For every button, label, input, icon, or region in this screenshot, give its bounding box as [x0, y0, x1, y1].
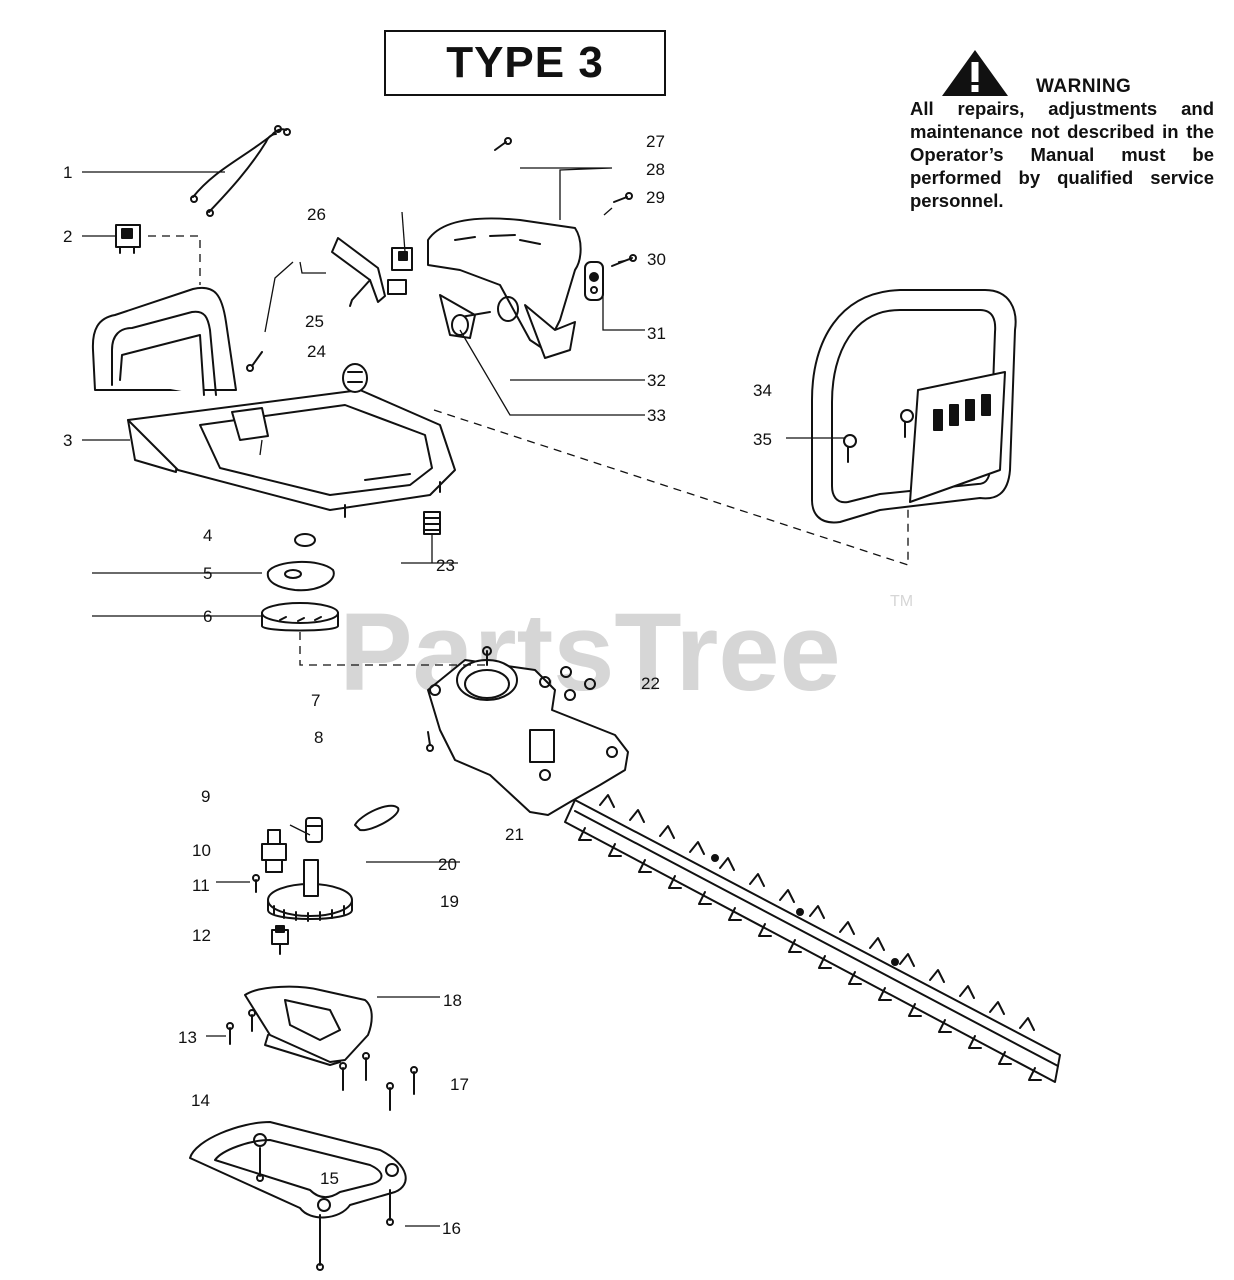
callout-17: 17 [450, 1075, 469, 1094]
front-handle [811, 289, 1017, 524]
callout-27: 27 [646, 132, 665, 151]
throttle-trigger [331, 237, 413, 307]
callout-30: 30 [647, 250, 666, 269]
callout-15: 15 [320, 1169, 339, 1188]
callout-31: 31 [647, 324, 666, 343]
spring [423, 511, 441, 535]
rear-handle [91, 286, 456, 518]
grommet [342, 363, 368, 393]
callout-numbers: 1 2 3 4 5 6 7 8 9 10 11 12 13 14 15 16 1… [63, 132, 772, 1238]
clutch-drum [261, 602, 339, 632]
callout-13: 13 [178, 1028, 197, 1047]
callout-5: 5 [203, 564, 212, 583]
screw-11 [252, 874, 260, 893]
crank-pin [261, 829, 287, 873]
parts-tree-watermark: PartsTree TM [339, 591, 913, 714]
warning-triangle-icon [942, 50, 1008, 96]
callout-8: 8 [314, 728, 323, 747]
handle-housing [427, 217, 582, 359]
callout-14: 14 [191, 1091, 210, 1110]
callout-2: 2 [63, 227, 72, 246]
warning-text: All repairs, adjustments and maintenance… [910, 98, 1214, 211]
callout-24: 24 [307, 342, 326, 361]
callout-22: 22 [641, 674, 660, 693]
leader-lines [82, 167, 909, 1227]
callout-29: 29 [646, 188, 665, 207]
cutting-blade [564, 794, 1061, 1083]
callout-34: 34 [753, 381, 772, 400]
nut-12 [271, 925, 289, 955]
nuts-22 [539, 666, 596, 701]
screw-29 [613, 192, 633, 203]
screws-16 [316, 1189, 394, 1271]
callout-6: 6 [203, 607, 212, 626]
watermark-tm: TM [890, 593, 913, 610]
callout-28: 28 [646, 160, 665, 179]
callout-21: 21 [505, 825, 524, 844]
nut [294, 533, 316, 547]
warning-heading: WARNING [1036, 76, 1132, 97]
screws-15 [256, 1147, 264, 1182]
bushing [305, 817, 323, 843]
callout-32: 32 [647, 371, 666, 390]
watermark-text: PartsTree [339, 591, 840, 714]
callout-33: 33 [647, 406, 666, 425]
callout-23: 23 [436, 556, 455, 575]
callout-10: 10 [192, 841, 211, 860]
callout-18: 18 [443, 991, 462, 1010]
switch [115, 224, 141, 254]
callout-20: 20 [438, 855, 457, 874]
callout-26: 26 [307, 205, 326, 224]
warning-notice: WARNING All repairs, adjustments and mai… [910, 48, 1214, 212]
drive-gear [267, 859, 353, 922]
callout-1: 1 [63, 163, 72, 182]
screw-25 [246, 351, 263, 372]
callout-25: 25 [305, 312, 324, 331]
callout-12: 12 [192, 926, 211, 945]
callout-19: 19 [440, 892, 459, 911]
bottom-plate [189, 1121, 407, 1219]
callout-3: 3 [63, 431, 72, 450]
gear-housing [426, 646, 629, 816]
switch-lever-31 [584, 261, 604, 301]
callout-35: 35 [753, 430, 772, 449]
callout-4: 4 [203, 526, 212, 545]
callout-11: 11 [192, 876, 210, 895]
wire-harness [190, 125, 291, 217]
screws-17 [339, 1052, 418, 1111]
screws-13 [226, 1009, 256, 1045]
bearing-cover [266, 560, 335, 592]
diagram-title: TYPE 3 [384, 30, 666, 96]
callout-7: 7 [311, 691, 320, 710]
gear-cover [244, 985, 373, 1066]
callout-9: 9 [201, 787, 210, 806]
connecting-link [354, 804, 400, 832]
callout-16: 16 [442, 1219, 461, 1238]
screw-27 [494, 137, 512, 151]
